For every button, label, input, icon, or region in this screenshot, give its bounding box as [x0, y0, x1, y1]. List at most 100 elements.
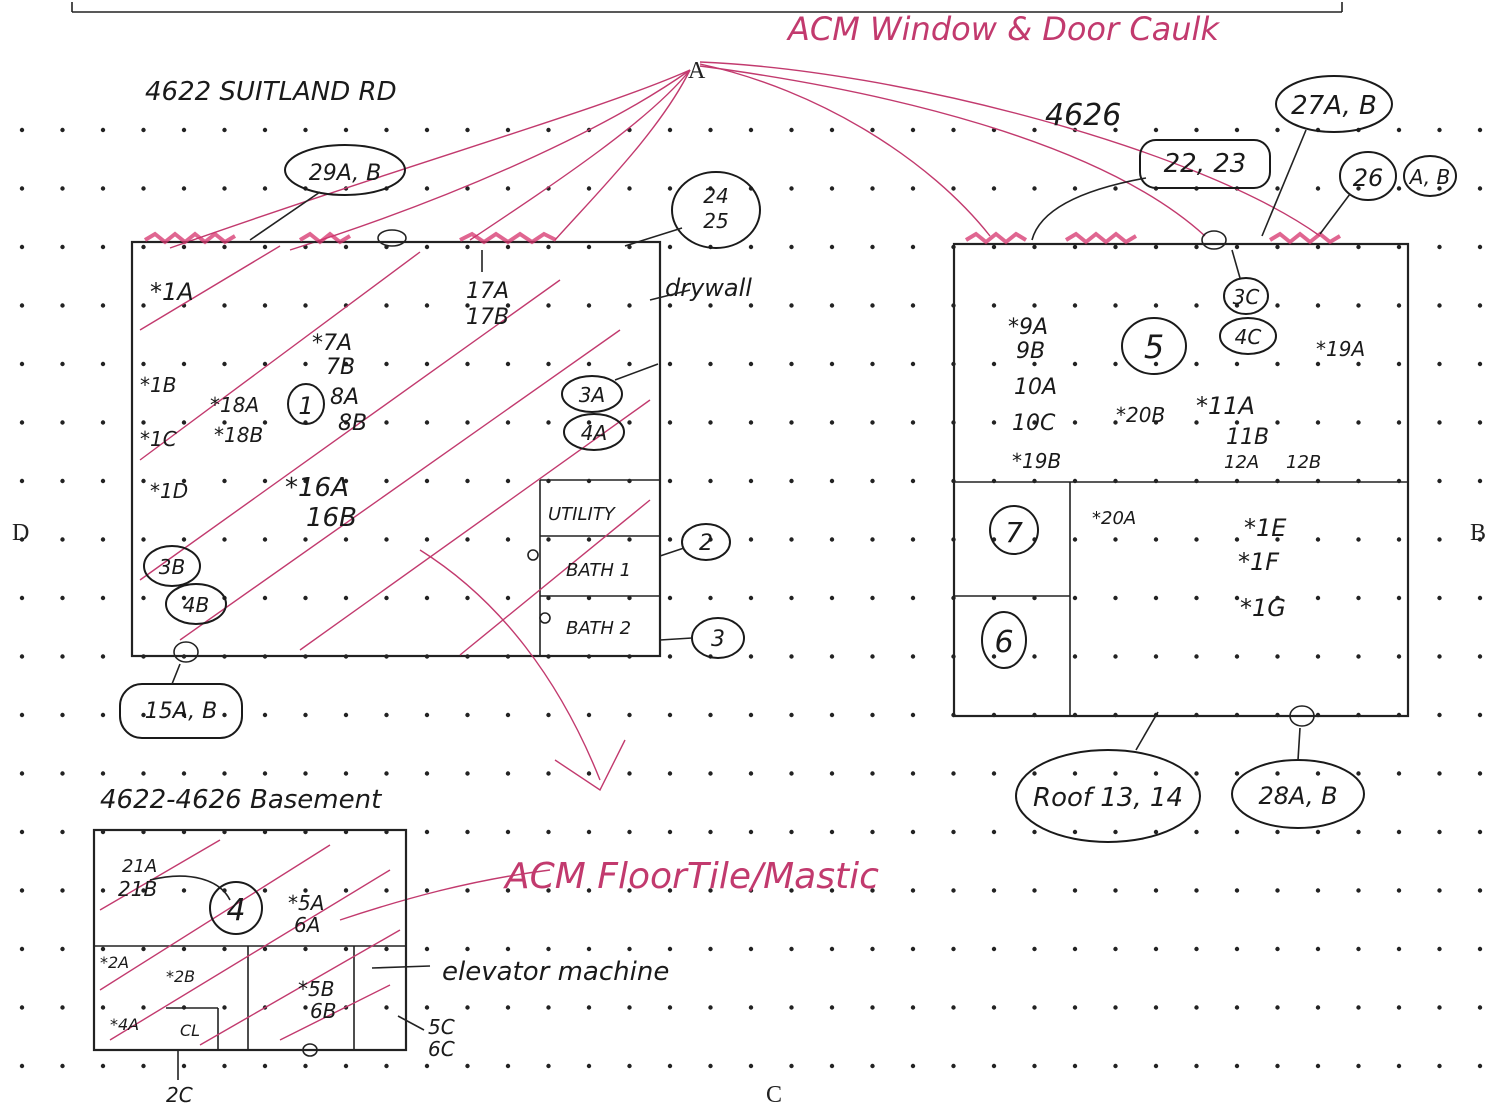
grid-dot: [1315, 244, 1321, 250]
grid-dot: [424, 712, 430, 718]
grid-dot: [991, 186, 997, 191]
window-caulk-mark: [1268, 231, 1342, 245]
grid-dot: [870, 829, 875, 835]
grid-dot: [1396, 361, 1402, 367]
grid-dot: [1315, 361, 1321, 367]
sample-11b: 11B: [1226, 425, 1269, 450]
grid-dot: [384, 595, 389, 601]
grid-dot: [829, 771, 835, 776]
grid-dot: [1072, 946, 1078, 952]
grid-dot: [384, 771, 389, 776]
grid-dot: [789, 771, 794, 776]
grid-dot: [910, 829, 916, 835]
grid-dot: [1032, 244, 1037, 250]
sample-6b: 6B: [310, 999, 336, 1023]
grid-dot: [181, 478, 187, 484]
utility-room-label: UTILITY: [548, 504, 617, 525]
svg-text:3B: 3B: [159, 555, 185, 579]
grid-dot: [789, 478, 794, 484]
grid-dot: [1194, 1063, 1199, 1069]
grid-dot: [465, 712, 470, 718]
room-circle-6: 6: [981, 611, 1027, 669]
grid-dot: [1437, 361, 1442, 367]
grid-dot: [505, 127, 511, 133]
grid-dot: [1315, 420, 1321, 425]
corner-letter-c: C: [766, 1082, 782, 1107]
grid-dot: [789, 1063, 794, 1069]
grid-dot: [667, 1063, 673, 1069]
grid-dot: [1113, 654, 1118, 659]
grid-dot: [829, 303, 835, 308]
svg-text:4C: 4C: [1235, 325, 1262, 349]
grid-dot: [100, 186, 106, 191]
grid-dot: [1234, 1063, 1240, 1069]
grid-dot: [60, 712, 65, 718]
grid-dot: [667, 829, 673, 835]
grid-dot: [991, 420, 997, 425]
grid-dot: [60, 946, 65, 952]
grid-dot: [1396, 946, 1402, 952]
grid-dot: [1477, 654, 1483, 659]
grid-dot: [667, 946, 673, 952]
grid-dot: [789, 888, 794, 893]
grid-dot: [100, 888, 106, 893]
grid-dot: [1194, 303, 1199, 308]
grid-dot: [1072, 361, 1078, 367]
grid-dot: [1477, 1005, 1483, 1010]
grid-dot: [748, 420, 754, 425]
svg-text:Roof 13, 14: Roof 13, 14: [1033, 783, 1183, 813]
grid-dot: [465, 1005, 470, 1010]
grid-dot: [1315, 771, 1321, 776]
grid-dot: [1437, 127, 1442, 133]
window-caulk-mark: [964, 231, 1028, 245]
grid-dot: [424, 1005, 430, 1010]
grid-dot: [910, 127, 916, 133]
grid-dot: [991, 946, 997, 952]
grid-dot: [748, 1063, 754, 1069]
room-circle-2: 2: [659, 523, 731, 561]
grid-dot: [141, 537, 146, 542]
grid-dot: [60, 303, 65, 308]
grid-dot: [181, 244, 187, 250]
grid-dot: [60, 888, 65, 893]
grid-dot: [262, 478, 268, 484]
grid-dot: [1275, 244, 1280, 250]
grid-dot: [343, 946, 349, 952]
grid-dot: [829, 1005, 835, 1010]
grid-dot: [1234, 771, 1240, 776]
grid-dot: [910, 1063, 916, 1069]
grid-dot: [222, 420, 227, 425]
grid-dot: [100, 712, 106, 718]
grid-dot: [505, 771, 511, 776]
grid-dot: [1356, 771, 1361, 776]
grid-dot: [1315, 654, 1321, 659]
grid-dot: [60, 1005, 65, 1010]
grid-dot: [1356, 303, 1361, 308]
grid-dot: [181, 1063, 187, 1069]
grid-dot: [1113, 420, 1118, 425]
grid-dot: [465, 888, 470, 893]
grid-dot: [546, 303, 551, 308]
grid-dot: [870, 1005, 875, 1010]
grid-dot: [262, 888, 268, 893]
grid-dot: [951, 829, 956, 835]
grid-dot: [789, 186, 794, 191]
grid-dot: [586, 1005, 592, 1010]
grid-dot: [343, 537, 349, 542]
grid-dot: [667, 420, 673, 425]
grid-dot: [789, 946, 794, 952]
grid-dot: [1234, 829, 1240, 835]
grid-dot: [546, 127, 551, 133]
grid-dot: [465, 478, 470, 484]
grid-dot: [586, 888, 592, 893]
grid-dot: [1275, 537, 1280, 542]
grid-dot: [546, 1063, 551, 1069]
grid-dot: [1396, 420, 1402, 425]
grid-dot: [1153, 244, 1159, 250]
grid-dot: [100, 771, 106, 776]
grid-dot: [627, 186, 632, 191]
grid-dot: [829, 244, 835, 250]
acm-floor-heading: ACM FloorTile/Mastic: [503, 856, 879, 897]
grid-dot: [141, 888, 146, 893]
grid-dot: [667, 537, 673, 542]
